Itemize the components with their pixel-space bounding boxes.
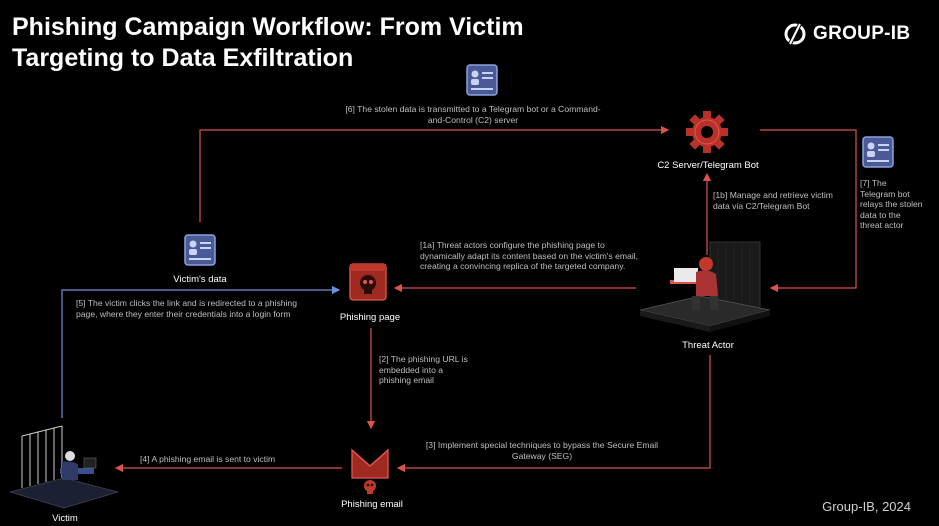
victims-data-label: Victim's data [173,274,227,285]
step-7-label: [7] The Telegram bot relays the stolen d… [860,178,923,230]
page-title: Phishing Campaign Workflow: From Victim … [12,13,524,72]
step-6-label: [6] The stolen data is transmitted to a … [345,104,601,125]
step-1a-label: [1a] Threat actors configure the phishin… [420,240,639,271]
logo-text: GROUP-IB [813,23,911,44]
threat-actor-label: Threat Actor [682,340,734,351]
step-4-label: [4] A phishing email is sent to victim [140,454,276,464]
document-icon [184,234,216,266]
step-2-label: [2] The phishing URL is embedded into a … [379,354,468,385]
victim-label: Victim [52,513,78,524]
arrow-step-5 [61,285,341,418]
step-5-label: [5] The victim clicks the link and is re… [76,298,297,319]
footer-credit: Group-IB, 2024 [822,499,911,514]
victim-icon [10,425,118,509]
arrow-step-6 [199,125,670,222]
arrow-step-3 [396,355,711,473]
c2-server-label: C2 Server/Telegram Bot [657,160,759,171]
skull-page-icon [349,263,387,301]
step-1b-label: [1b] Manage and retrieve victim data via… [713,190,833,211]
phishing-email-label: Phishing email [341,499,403,510]
phishing-page-label: Phishing page [339,312,401,323]
gear-icon [686,111,728,153]
group-ib-logo: GROUP-IB [783,20,910,48]
document-icon [466,64,498,96]
skull-envelope-icon [351,448,389,494]
step-3-label: [3] Implement special techniques to bypa… [425,440,659,461]
arrow-step-7 [760,129,857,293]
document-icon [862,136,894,168]
hacker-icon [640,241,770,332]
logo-mark-icon [784,23,806,45]
